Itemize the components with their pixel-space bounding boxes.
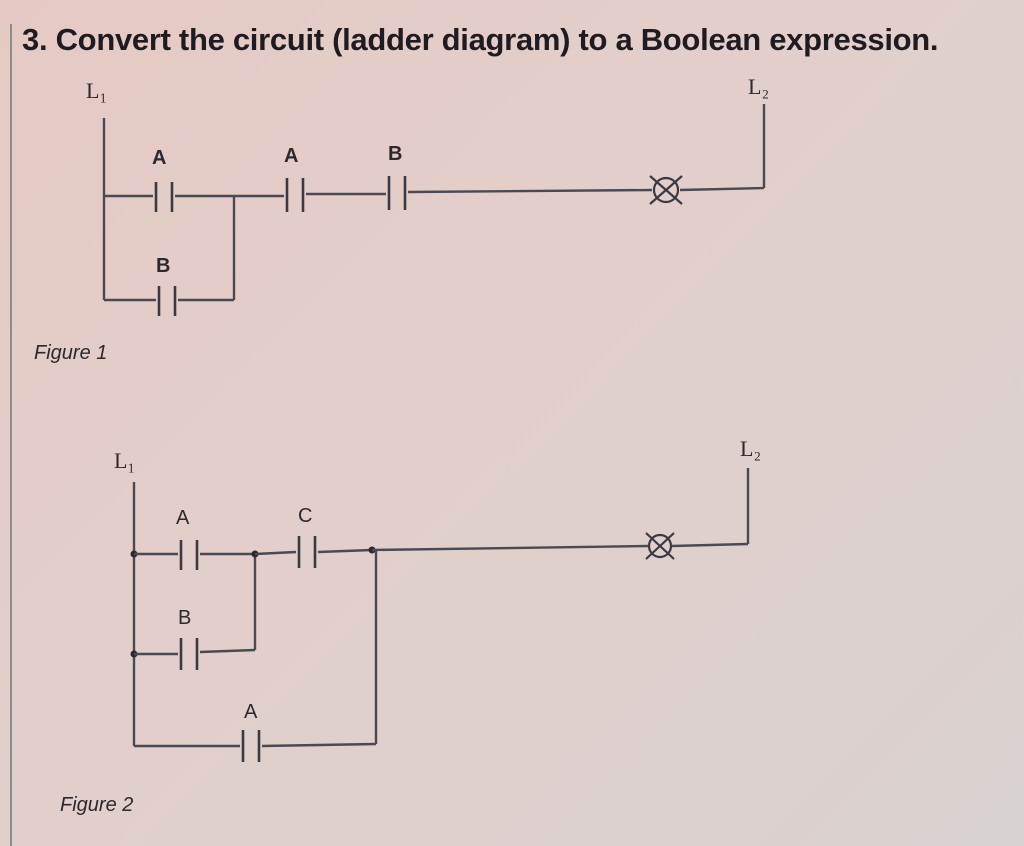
fig1-contact-a-branch-label: A: [152, 147, 166, 169]
fig1-output-lamp-icon: [649, 175, 683, 205]
fig2-contact-c-series: [297, 536, 317, 568]
fig2-contact-a-bypass-label: A: [244, 701, 258, 723]
fig2-contact-c-series-label: C: [298, 505, 312, 527]
fig2-output-lamp-icon: [645, 532, 675, 560]
fig2-contact-b-branch-label: B: [178, 607, 191, 629]
figure-1-caption: Figure 1: [34, 342, 108, 364]
fig2-contact-b-branch: [179, 638, 199, 670]
fig2-contact-a-branch: [179, 540, 199, 570]
fig1-contact-b-branch: [157, 286, 177, 316]
fig2-contact-a-bypass: [241, 730, 261, 762]
fig1-contact-b-series-label: B: [388, 143, 402, 165]
fig1-contact-a-series: [285, 178, 305, 212]
fig1-contact-b-series: [387, 176, 407, 210]
figure-1: L₁ L₂ A B: [86, 74, 769, 316]
fig1-left-rail-label: L₁: [86, 78, 107, 103]
question-title: 3. Convert the circuit (ladder diagram) …: [22, 22, 939, 58]
fig1-contact-a-branch: [154, 182, 174, 212]
fig1-right-rail-label: L₂: [748, 74, 769, 99]
margin-line: [10, 24, 12, 846]
figure-2-caption: Figure 2: [60, 794, 134, 816]
fig2-right-rail-label: L₂: [740, 436, 761, 461]
figure-2: L₁ L₂ A B: [114, 436, 761, 762]
question-text: Convert the circuit (ladder diagram) to …: [55, 22, 939, 57]
fig1-contact-a-series-label: A: [284, 145, 298, 167]
question-number: 3.: [22, 22, 48, 57]
fig2-left-rail-label: L₁: [114, 448, 135, 473]
fig1-contact-b-branch-label: B: [156, 255, 170, 277]
fig2-contact-a-branch-label: A: [176, 507, 190, 529]
